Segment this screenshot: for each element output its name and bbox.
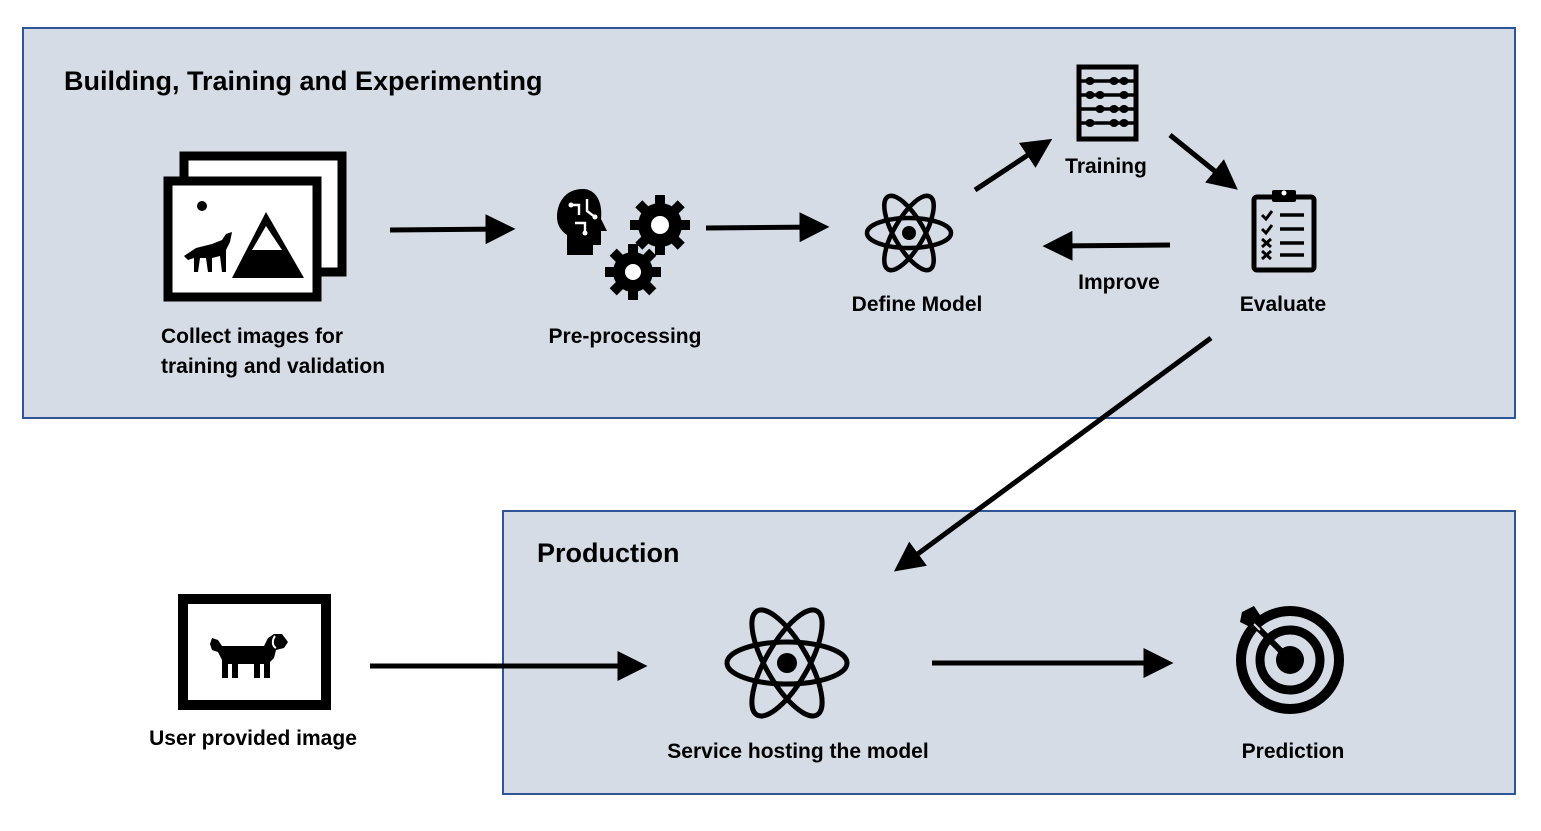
- abacus-icon: [1076, 64, 1139, 142]
- arrow-define-to-training: [973, 138, 1053, 193]
- section-title-building: Building, Training and Experimenting: [64, 66, 543, 96]
- collect-label-line1: Collect images for: [161, 325, 344, 348]
- atom-icon: [864, 193, 954, 273]
- brain-gears-icon: [557, 189, 690, 300]
- arrow-collect-to-preprocess: [389, 214, 516, 245]
- image-gallery-icon: [163, 151, 347, 302]
- define-model-label: Define Model: [851, 293, 983, 316]
- checklist-clipboard-icon: [1251, 190, 1317, 273]
- preprocess-label: Pre-processing: [548, 325, 702, 348]
- dog-picture-icon: [178, 594, 331, 710]
- service-label: Service hosting the model: [667, 740, 929, 763]
- user-image-label: User provided image: [149, 727, 357, 750]
- arrow-improve: [1042, 230, 1171, 261]
- section-production: [502, 510, 1516, 795]
- section-title-production: Production: [537, 538, 680, 568]
- improve-label: Improve: [1078, 271, 1160, 294]
- evaluate-label: Evaluate: [1239, 293, 1327, 316]
- collect-label: Collect images for training and validati…: [161, 322, 385, 382]
- prediction-label: Prediction: [1241, 740, 1345, 763]
- training-label: Training: [1065, 155, 1147, 178]
- collect-label-line2: training and validation: [161, 355, 386, 378]
- arrow-evaluate-to-service: [893, 335, 1213, 572]
- arrow-training-to-evaluate: [1168, 133, 1238, 190]
- arrow-preprocess-to-define: [705, 212, 830, 243]
- atom-icon: [724, 607, 850, 719]
- target-icon: [1236, 606, 1344, 714]
